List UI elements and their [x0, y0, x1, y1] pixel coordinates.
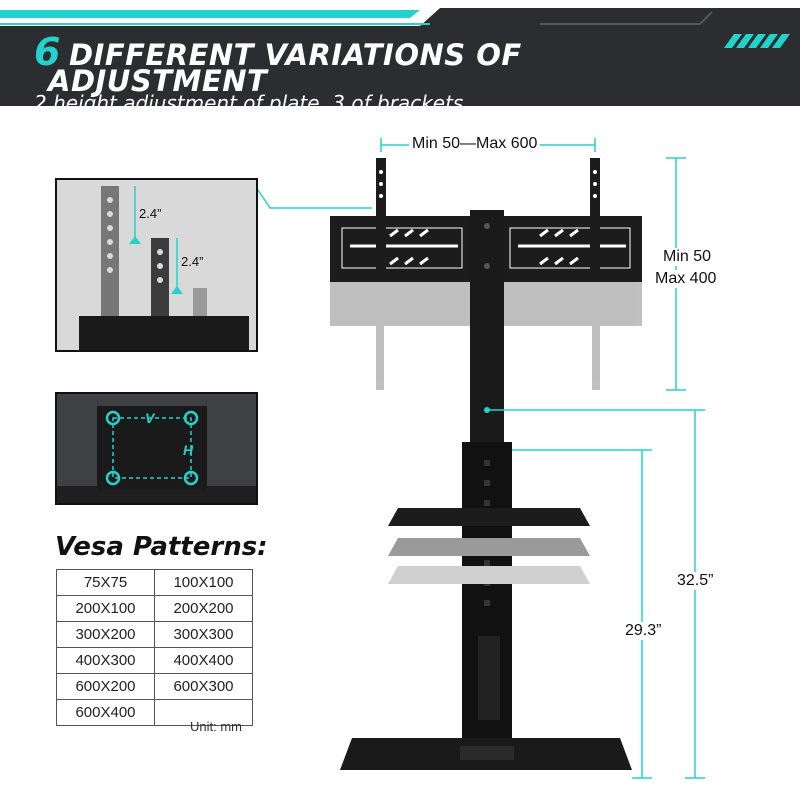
table-cell: 400X300: [56, 647, 155, 674]
plate-slot-right: [509, 227, 631, 269]
table-row: 75X75 100X100: [56, 569, 253, 596]
shelf-top: [388, 508, 590, 526]
headline-number: 6: [34, 30, 61, 74]
table-cell: 600X200: [56, 673, 155, 700]
table-row: 200X100 200X200: [56, 595, 253, 622]
cable-cover: [478, 636, 500, 720]
table-cell: 300X300: [154, 621, 253, 648]
vesa-inset: V H: [55, 392, 258, 505]
bracket-left: [376, 158, 386, 278]
vesa-vertical-label: V: [145, 410, 155, 426]
vesa-table: 75X75 100X100 200X100 200X200 300X200 30…: [56, 569, 253, 726]
vesa-horizontal-label: H: [183, 442, 194, 458]
unit-label: Unit: mm: [190, 719, 242, 734]
table-cell: 600X400: [56, 699, 155, 726]
bracket-step-upper-label: 2.4”: [139, 206, 162, 221]
inset-connector-line: [257, 189, 372, 209]
total-height-label: 32.5”: [674, 572, 717, 590]
vesa-inset-drawing: [57, 394, 256, 503]
plate-vents: [350, 228, 626, 266]
banner-background: [0, 0, 800, 120]
width-range-label: Min 50—Max 600: [409, 135, 541, 153]
bracket-holes: [379, 170, 597, 198]
bracket-height-inset: 2.4” 2.4”: [55, 178, 258, 352]
height-min-label: Min 50: [660, 248, 715, 266]
headline-subtitle: 2 height adjustment of plate, 3 of brack…: [34, 91, 464, 115]
table-row: 600X400: [56, 699, 253, 726]
vesa-heading: Vesa Patterns:: [55, 532, 268, 562]
table-cell: 100X100: [154, 569, 253, 596]
lower-height-label: 29.3”: [622, 622, 665, 640]
table-cell: 300X200: [56, 621, 155, 648]
table-cell: 200X200: [154, 595, 253, 622]
table-cell: 75X75: [56, 569, 155, 596]
table-cell: 600X300: [154, 673, 253, 700]
bracket-inset-drawing: [57, 180, 256, 350]
table-row: 400X300 400X400: [56, 647, 253, 674]
table-cell: 200X100: [56, 595, 155, 622]
plate-slot-left: [341, 227, 463, 269]
table-cell: 400X400: [154, 647, 253, 674]
shelf-middle: [388, 538, 590, 556]
table-row: 300X200 300X300: [56, 621, 253, 648]
bracket-right: [590, 158, 600, 278]
bracket-step-lower-label: 2.4”: [181, 254, 204, 269]
shelf-bottom: [388, 566, 590, 584]
upper-column: [470, 210, 504, 442]
stripe-decoration: [724, 34, 790, 48]
headline-line-2: ADJUSTMENT: [48, 64, 268, 98]
table-row: 600X200 600X300: [56, 673, 253, 700]
headline-text-1: DIFFERENT VARIATIONS OF: [68, 38, 522, 72]
height-max-label: Max 400: [652, 270, 720, 288]
table-cell: [154, 699, 253, 726]
